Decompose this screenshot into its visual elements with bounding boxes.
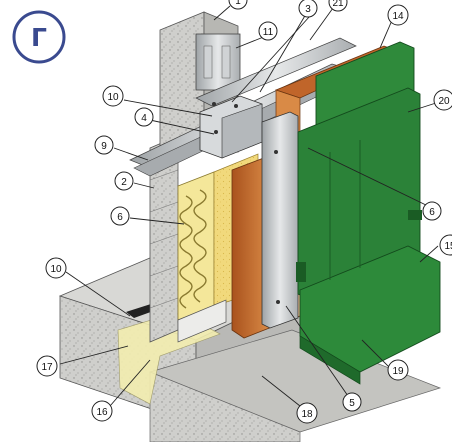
callout-6: 6 [422, 201, 442, 221]
green-panels [296, 41, 441, 385]
steel-bracket [195, 33, 241, 91]
callout-3: 3 [298, 0, 318, 18]
badge-letter: Г [31, 23, 47, 52]
callout-20: 20 [433, 89, 452, 111]
callout-2: 2 [114, 171, 134, 191]
callout-5: 5 [342, 392, 362, 412]
callout-21: 21 [328, 0, 348, 12]
variant-badge: Г [12, 10, 66, 64]
callout-14: 14 [387, 4, 409, 26]
svg-text:1: 1 [235, 0, 241, 7]
callout-15: 15 [439, 234, 452, 256]
svg-text:6: 6 [429, 207, 435, 218]
svg-text:20: 20 [438, 96, 450, 107]
svg-text:2: 2 [121, 177, 127, 188]
svg-text:15: 15 [444, 241, 452, 252]
base-block [177, 299, 227, 343]
callout-4: 4 [134, 107, 154, 127]
svg-text:14: 14 [392, 11, 404, 22]
callout-1: 1 [228, 0, 248, 10]
svg-text:3: 3 [305, 4, 311, 15]
callout-10-upper: 10 [102, 85, 124, 107]
ground-slab [148, 329, 442, 442]
svg-text:6: 6 [117, 212, 123, 223]
bracket-clip [199, 95, 263, 159]
svg-text:9: 9 [101, 141, 107, 152]
callout-7: 6 [110, 206, 130, 226]
svg-text:10: 10 [107, 92, 119, 103]
callout-11: 11 [258, 21, 278, 41]
callouts: 1 3 21 14 11 20 10 4 9 2 6 6 15 10 17 19… [36, 0, 452, 424]
svg-text:4: 4 [141, 113, 147, 124]
callout-18: 17 [36, 355, 58, 377]
svg-text:19: 19 [392, 366, 404, 377]
svg-text:11: 11 [263, 27, 274, 38]
svg-text:10: 10 [50, 264, 62, 275]
svg-text:16: 16 [96, 407, 108, 418]
svg-text:21: 21 [332, 0, 344, 9]
insulation-layer [177, 171, 215, 321]
leader-lines [59, 5, 439, 407]
svg-text:18: 18 [301, 409, 313, 420]
svg-text:17: 17 [41, 362, 53, 373]
callout-9: 9 [94, 135, 114, 155]
callout-10-lower: 10 [45, 257, 67, 279]
callout-16: 16 [91, 400, 113, 422]
callout-17: 18 [296, 402, 318, 424]
svg-text:5: 5 [349, 398, 355, 409]
vertical-post [261, 111, 299, 329]
callout-19: 19 [387, 359, 409, 381]
